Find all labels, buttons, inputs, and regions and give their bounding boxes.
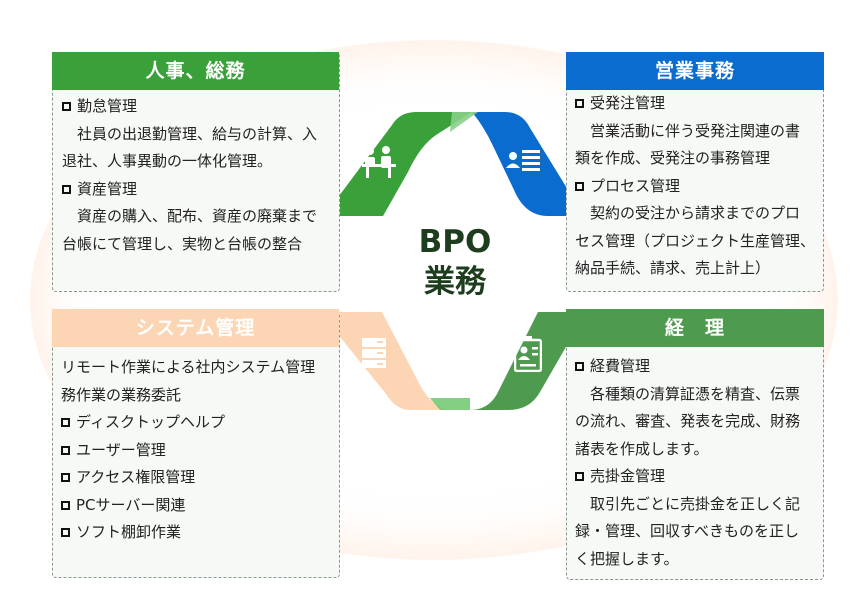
list-item: 経費管理	[575, 353, 823, 381]
contact-list-icon	[506, 150, 540, 171]
list-item: 勤怠管理	[62, 93, 337, 121]
system-panel	[52, 312, 340, 578]
center-title-line1: BPO	[418, 224, 492, 260]
list-item: ディスクトップヘルプ	[61, 409, 336, 437]
sales-panel	[566, 52, 824, 292]
item-description: 録・管理、回収すべきものを正し	[575, 522, 799, 540]
accounting-panel-items: 経費管理 各種類の清算証憑を精査、伝票 の流れ、審査、発表を完成、財務 諸表を作…	[575, 353, 823, 573]
accounting-panel	[566, 312, 824, 580]
item-description: 退社、人事異動の一体化管理。	[62, 152, 273, 170]
center-title-line2: 業務	[424, 264, 486, 300]
item-description: セス管理（プロジェクト生産管理、	[575, 231, 816, 250]
list-item: 資産管理	[62, 176, 337, 204]
item-description: 各種類の清算証憑を精査、伝票	[590, 384, 801, 403]
wave-segment-accounting	[447, 312, 586, 410]
sales-panel-title: 営業事務	[566, 52, 824, 90]
system-panel-title: システム管理	[52, 309, 339, 347]
checkbox-bullet-icon	[61, 473, 70, 482]
checkbox-bullet-icon	[575, 181, 584, 191]
intro-text: リモート作業による社内システム管理	[61, 358, 316, 376]
item-description: 類を作成、受発注の事務管理	[575, 149, 771, 167]
item-description: 取引先ごとに売掛金を正しく記	[590, 494, 801, 513]
accounting-panel-title: 経 理	[566, 309, 824, 347]
checkbox-bullet-icon	[575, 472, 584, 481]
item-description: 諸表を作成します。	[575, 439, 709, 458]
server-cabinet-icon	[362, 338, 386, 368]
checkbox-bullet-icon	[61, 418, 70, 427]
list-item: 受発注管理	[575, 90, 823, 118]
item-description: の流れ、審査、発表を完成、財務	[575, 412, 801, 430]
bpo-center-title: BPO 業務	[395, 222, 515, 302]
id-badge-icon	[514, 336, 542, 372]
hr-panel	[52, 52, 340, 292]
list-item: プロセス管理	[575, 173, 823, 201]
checkbox-bullet-icon	[61, 528, 70, 537]
item-description: 社員の出退勤管理、給与の計算、入	[77, 124, 318, 143]
meeting-people-icon	[362, 146, 396, 178]
list-item: ソフト棚卸作業	[61, 519, 336, 547]
hr-panel-title: 人事、総務	[52, 52, 339, 90]
list-item: PCサーバー関連	[61, 492, 336, 520]
checkbox-bullet-icon	[62, 184, 71, 194]
hr-panel-items: 勤怠管理 社員の出退勤管理、給与の計算、入 退社、人事異動の一体化管理。 資産管…	[62, 93, 337, 258]
list-item: アクセス権限管理	[61, 464, 336, 492]
item-description: 納品手続、請求、売上計上）	[575, 259, 771, 277]
item-description: 台帳にて管理し、実物と台帳の整合	[62, 234, 303, 253]
checkbox-bullet-icon	[61, 445, 70, 455]
list-item: ユーザー管理	[61, 437, 336, 465]
checkbox-bullet-icon	[61, 500, 70, 510]
item-description: 資産の購入、配布、資産の廃棄まで	[77, 207, 318, 225]
item-description: く把握します。	[575, 549, 679, 568]
list-item: 売掛金管理	[575, 463, 823, 491]
item-description: 営業活動に伴う受発注関連の書	[590, 121, 801, 140]
checkbox-bullet-icon	[575, 99, 584, 108]
item-description: 契約の受注から請求までのプロ	[590, 204, 801, 222]
intro-text: 務作業の業務委託	[61, 385, 182, 404]
wave-segment-hr	[324, 112, 472, 216]
checkbox-bullet-icon	[575, 362, 584, 371]
system-panel-items: リモート作業による社内システム管理 務作業の業務委託 ディスクトップヘルプ ユー…	[61, 354, 336, 547]
sales-panel-items: 受発注管理 営業活動に伴う受発注関連の書 類を作成、受発注の事務管理 プロセス管…	[575, 90, 823, 283]
checkbox-bullet-icon	[62, 102, 71, 111]
